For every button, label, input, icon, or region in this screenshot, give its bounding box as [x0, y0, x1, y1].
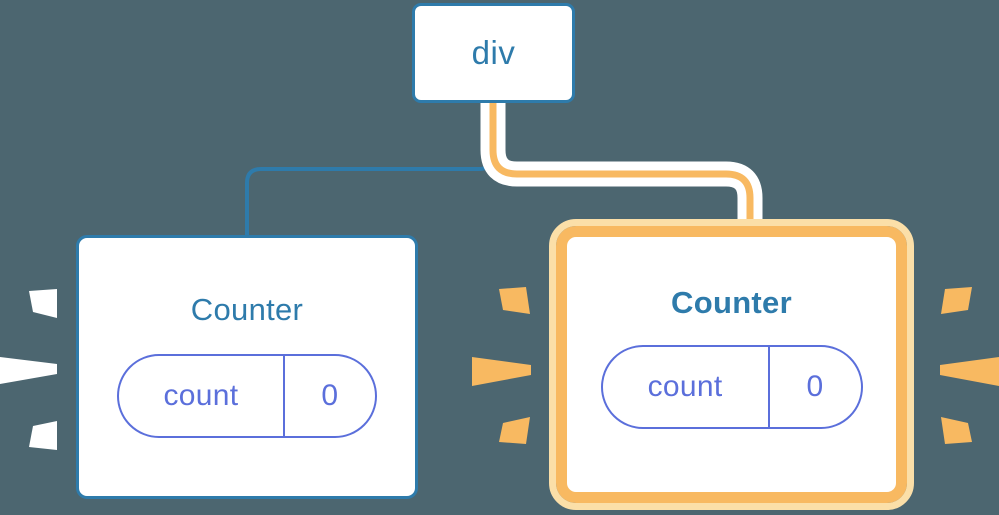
node-div-label: div	[471, 34, 516, 71]
spark-ray-icon	[499, 287, 530, 314]
spark-ray-icon	[29, 289, 57, 318]
state-key-label: count	[603, 347, 770, 427]
sparkle-white-left-counter	[0, 289, 57, 450]
node-div[interactable]: div	[412, 3, 575, 103]
spark-ray-icon	[0, 357, 57, 384]
spark-ray-icon	[499, 417, 530, 444]
spark-ray-icon	[29, 421, 57, 450]
spark-ray-icon	[941, 287, 972, 314]
spark-ray-icon	[472, 357, 531, 386]
state-value-label: 0	[321, 379, 339, 412]
spark-ray-icon	[940, 357, 999, 386]
state-key-label: count	[119, 356, 285, 436]
edge-root-to-counter-right	[489, 103, 754, 232]
sparkle-orange-right-of-right-counter	[940, 287, 999, 444]
state-value-label: 0	[806, 370, 824, 403]
state-pill-counter-right: count 0	[600, 345, 863, 429]
sparkle-orange-left-of-right-counter	[472, 287, 531, 444]
node-counter-left-label: Counter	[190, 292, 304, 327]
node-counter-right-label: Counter	[671, 285, 792, 320]
node-counter-right[interactable]: Counter count 0	[549, 219, 914, 510]
spark-ray-icon	[941, 417, 972, 444]
node-counter-left[interactable]: Counter count 0	[76, 235, 418, 499]
state-pill-counter-left: count 0	[117, 354, 377, 438]
